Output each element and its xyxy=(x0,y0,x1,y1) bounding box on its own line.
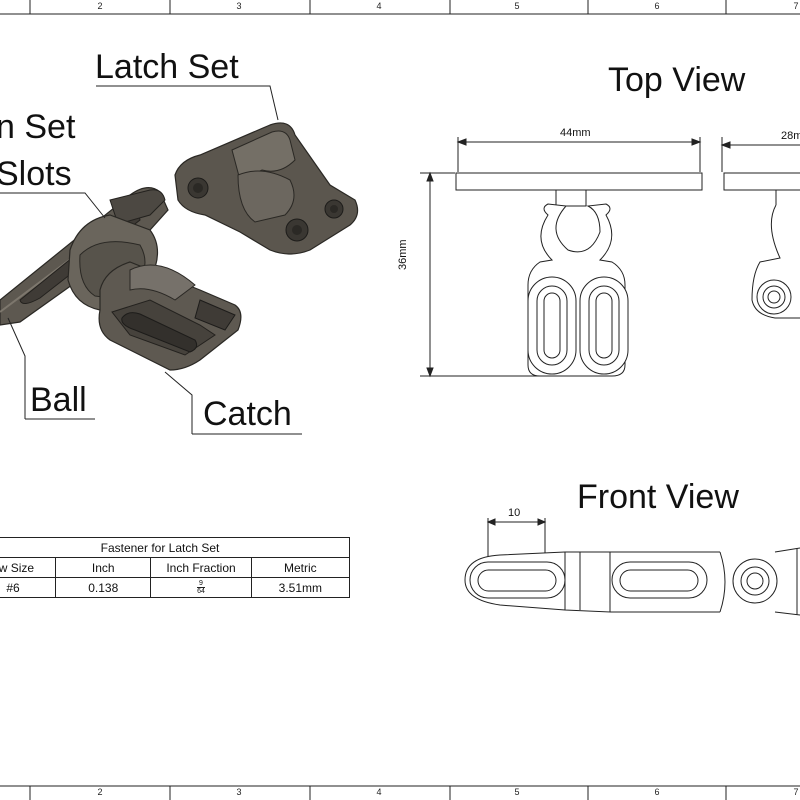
latch-3d-render xyxy=(0,122,359,371)
dim-44mm: 44mm xyxy=(560,127,591,139)
callout-slots: Slots xyxy=(0,155,72,193)
border-number-bottom: 2 xyxy=(97,787,103,797)
front-view-drawing xyxy=(464,518,800,616)
border-number-bottom: 5 xyxy=(514,787,520,797)
dim-36mm: 36mm xyxy=(397,239,409,270)
cell-inch: 0.138 xyxy=(55,577,152,598)
border-number-top: 3 xyxy=(236,1,242,11)
header-inch: Inch xyxy=(55,557,152,578)
header-inch-fraction: Inch Fraction xyxy=(150,557,252,578)
header-metric: Metric xyxy=(250,557,351,578)
border-number-bottom: 7 xyxy=(793,787,799,797)
callout-catch: Catch xyxy=(203,395,292,433)
header-size: ew Size xyxy=(0,557,57,578)
dim-10: 10 xyxy=(508,507,521,519)
cell-metric: 3.51mm xyxy=(250,577,351,598)
fraction: 9 64 xyxy=(197,580,205,595)
fastener-table: Fastener for Latch Set ew Size Inch Inch… xyxy=(0,537,351,598)
fraction-numerator: 9 xyxy=(197,580,205,589)
top-view-drawing xyxy=(420,137,800,378)
dim-28mm: 28m xyxy=(781,130,800,142)
fastener-table-title: Fastener for Latch Set xyxy=(0,537,350,558)
top-slot-right xyxy=(579,276,629,375)
border-number-bottom: 4 xyxy=(376,787,382,797)
catch-slot xyxy=(121,312,198,353)
top-bar xyxy=(455,172,703,191)
table-row: #6 0.138 9 64 3.51mm xyxy=(0,577,351,598)
callout-ball: Ball xyxy=(30,381,87,419)
border-number-top: 5 xyxy=(514,1,520,11)
cell-fraction: 9 64 xyxy=(150,577,252,598)
border-number-top: 6 xyxy=(654,1,660,11)
border-number-bottom: 6 xyxy=(654,787,660,797)
callout-leaders xyxy=(0,85,302,435)
border-number-top: 4 xyxy=(376,1,382,11)
border-number-top: 2 xyxy=(97,1,103,11)
callout-latch-set-partial: n Set xyxy=(0,108,76,146)
border-number-bottom: 3 xyxy=(236,787,242,797)
top-slot-left xyxy=(527,276,577,375)
cell-size: #6 xyxy=(0,577,57,598)
border-number-top: 7 xyxy=(793,1,799,11)
front-body xyxy=(464,551,611,613)
top-view-title: Top View xyxy=(608,61,746,99)
front-view-title: Front View xyxy=(577,478,739,516)
callout-latch-set: Latch Set xyxy=(95,48,239,86)
fraction-denominator: 64 xyxy=(197,588,205,596)
table-header-row: ew Size Inch Inch Fraction Metric xyxy=(0,557,351,578)
